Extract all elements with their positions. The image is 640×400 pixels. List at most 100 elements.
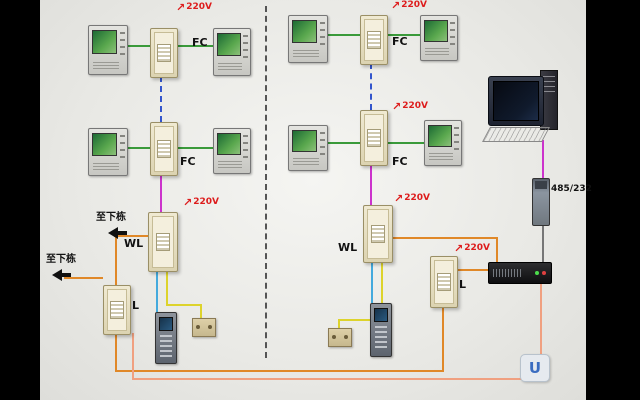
- wire-wl-to-hub: [496, 237, 498, 263]
- wire-network-bus: [132, 378, 542, 380]
- monitor-screen: [292, 130, 317, 153]
- wire-fc-to-monitor: [386, 142, 424, 144]
- voltage-label: ↗ 220V: [454, 242, 490, 255]
- voltage-text: 220V: [404, 193, 430, 203]
- monitor-speaker-grille: [218, 161, 243, 170]
- fc-label: FC: [192, 36, 208, 49]
- riser-controller-wl: [363, 205, 393, 263]
- wire-bottom-bus: [115, 370, 444, 372]
- pc-tower-drive-slots: [543, 76, 555, 92]
- monitor-buttons: [243, 35, 248, 62]
- power-arrow-icon: ↗: [394, 192, 404, 205]
- screw-dot: [196, 325, 200, 329]
- door-station-keypad: [160, 335, 172, 358]
- diagram-content: ↗ 220V ↗ 220V ↗ 220V ↗ 220V ↗ 220V ↗ 220…: [40, 0, 592, 400]
- wire-l-down: [115, 333, 117, 371]
- wire-network-left-riser: [132, 333, 134, 380]
- arrow-tail: [62, 273, 71, 277]
- indoor-monitor: [424, 120, 462, 166]
- voltage-text: 220V: [402, 101, 428, 111]
- monitor-screen: [92, 30, 117, 55]
- arrow-head: [52, 269, 62, 281]
- wire-fc-to-monitor: [176, 147, 213, 149]
- converter-label: 485/232: [551, 184, 592, 194]
- voltage-label: ↗ 220V: [183, 196, 219, 209]
- monitor-speaker-grille: [429, 153, 454, 162]
- wire-monitor-to-fc: [126, 45, 150, 47]
- fc-label: FC: [180, 155, 196, 168]
- wire-wl-to-door-station: [156, 270, 158, 312]
- power-arrow-icon: ↗: [392, 100, 402, 113]
- power-arrow-icon: ↗: [183, 196, 193, 209]
- voltage-label: ↗ 220V: [391, 0, 427, 12]
- controller-label-sticker: [437, 273, 451, 291]
- wire-wl-to-l: [115, 236, 117, 285]
- hub-led-green: [535, 271, 539, 275]
- lobby-controller-l: [430, 256, 458, 308]
- door-station-camera-screen: [374, 308, 388, 322]
- wire-wl-to-junction: [166, 270, 168, 306]
- monitor-buttons: [450, 22, 455, 48]
- monitor-buttons: [120, 135, 125, 162]
- wire-wl-to-hub: [391, 237, 498, 239]
- monitor-buttons: [320, 22, 325, 49]
- to-next-building-label: 至下栋: [96, 212, 126, 223]
- wire-network-to-hub: [540, 282, 542, 380]
- wire-monitor-to-fc: [326, 34, 360, 36]
- wire-converter-to-hub: [542, 224, 544, 262]
- wire-l-to-hub: [456, 269, 488, 271]
- floor-controller-fc: [360, 110, 388, 166]
- voltage-label: ↗ 220V: [176, 1, 212, 14]
- indoor-monitor: [88, 128, 128, 176]
- wire-fc-to-wl: [160, 174, 162, 212]
- indoor-monitor: [213, 128, 251, 174]
- monitor-buttons: [320, 132, 325, 158]
- pc-monitor-screen: [493, 81, 539, 121]
- indoor-monitor: [288, 15, 328, 63]
- indoor-monitor: [88, 25, 128, 75]
- power-arrow-icon: ↗: [391, 0, 401, 12]
- monitor-speaker-grille: [293, 50, 319, 59]
- fc-label: FC: [392, 35, 408, 48]
- l-label: L: [459, 278, 467, 291]
- wire-fc-riser-dashed: [160, 76, 162, 122]
- l-label: L: [132, 299, 140, 312]
- wl-label: WL: [338, 241, 358, 254]
- riser-controller-wl: [148, 212, 178, 272]
- monitor-speaker-grille: [93, 62, 119, 71]
- controller-label-sticker: [157, 44, 171, 62]
- wire-monitor-to-fc: [126, 147, 150, 149]
- wl-label: WL: [124, 237, 144, 250]
- indoor-monitor: [213, 28, 251, 76]
- wire-l-right-down: [442, 306, 444, 372]
- monitor-buttons: [120, 32, 125, 60]
- wire-wl-to-junction: [381, 261, 383, 321]
- door-station: [370, 303, 392, 357]
- watermark-logo: U: [520, 354, 550, 382]
- monitor-buttons: [243, 135, 248, 161]
- power-arrow-icon: ↗: [454, 242, 464, 255]
- hub-led-red: [542, 271, 546, 275]
- screw-dot: [332, 335, 336, 339]
- power-arrow-icon: ↗: [176, 1, 186, 14]
- rs485-converter: [532, 178, 550, 226]
- hub-front-markings: [493, 269, 521, 277]
- monitor-speaker-grille: [93, 163, 119, 172]
- screw-dot: [344, 335, 348, 339]
- monitor-screen: [428, 125, 452, 148]
- door-station-keypad: [375, 326, 387, 351]
- voltage-label: ↗ 220V: [392, 100, 428, 113]
- voltage-label: ↗ 220V: [394, 192, 430, 205]
- wire-fc-to-wl: [370, 164, 372, 205]
- monitor-speaker-grille: [293, 158, 319, 167]
- wire-monitor-to-fc: [326, 142, 360, 144]
- wire-wl-to-next-building: [114, 235, 148, 237]
- floor-controller-fc: [150, 28, 178, 78]
- converter-cap: [535, 181, 547, 189]
- left-arrow-icon: [52, 269, 71, 281]
- controller-label-sticker: [367, 129, 381, 147]
- monitor-screen: [92, 133, 117, 157]
- wire-fc-riser-dashed: [370, 63, 372, 110]
- network-hub: [488, 262, 552, 284]
- indoor-monitor: [288, 125, 328, 171]
